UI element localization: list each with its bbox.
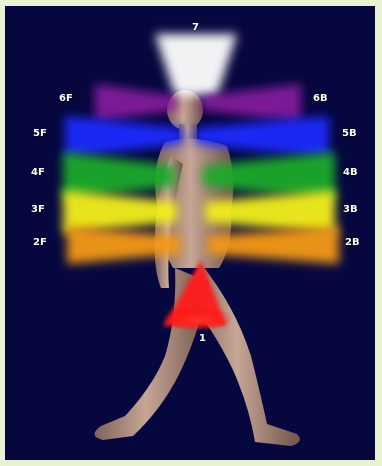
label-5f: 5F	[33, 128, 47, 140]
label-4f: 4F	[31, 167, 45, 179]
label-5b: 5B	[342, 128, 357, 140]
label-1: 1	[199, 333, 206, 345]
label-6b: 6B	[313, 93, 328, 105]
label-3b: 3B	[343, 204, 358, 216]
chakra-diagram: 7 6F 6B 5F 5B 4F 4B 3F 3B 2F 2B 1	[5, 6, 375, 460]
label-4b: 4B	[343, 167, 358, 179]
label-3f: 3F	[31, 204, 45, 216]
label-2f: 2F	[33, 237, 47, 249]
label-7: 7	[192, 22, 199, 34]
label-6f: 6F	[59, 93, 73, 105]
crown-chakra-beam	[155, 34, 237, 96]
label-2b: 2B	[345, 237, 360, 249]
diagram-canvas	[5, 6, 375, 460]
